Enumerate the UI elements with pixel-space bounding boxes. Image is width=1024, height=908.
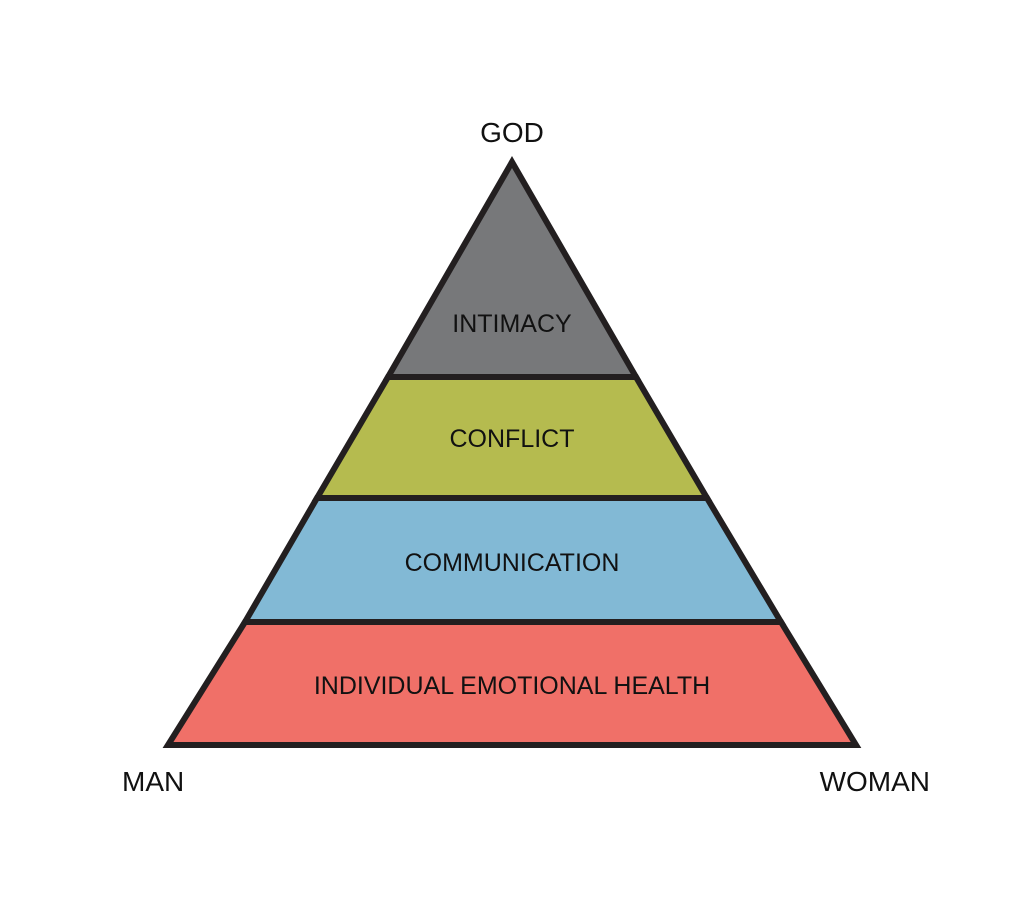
layer-label-individual-emotional-health: INDIVIDUAL EMOTIONAL HEALTH xyxy=(314,672,710,700)
layer-intimacy xyxy=(382,155,642,380)
layer-label-conflict: CONFLICT xyxy=(450,425,575,453)
layer-label-intimacy: INTIMACY xyxy=(452,310,572,338)
layer-labels: INTIMACY CONFLICT COMMUNICATION INDIVIDU… xyxy=(314,310,710,700)
left-corner-label: MAN xyxy=(122,766,184,797)
layer-individual-emotional-health xyxy=(162,619,862,748)
right-corner-label: WOMAN xyxy=(820,766,930,797)
pyramid-layers xyxy=(162,155,862,748)
apex-label: GOD xyxy=(480,117,544,148)
layer-label-communication: COMMUNICATION xyxy=(405,549,620,577)
